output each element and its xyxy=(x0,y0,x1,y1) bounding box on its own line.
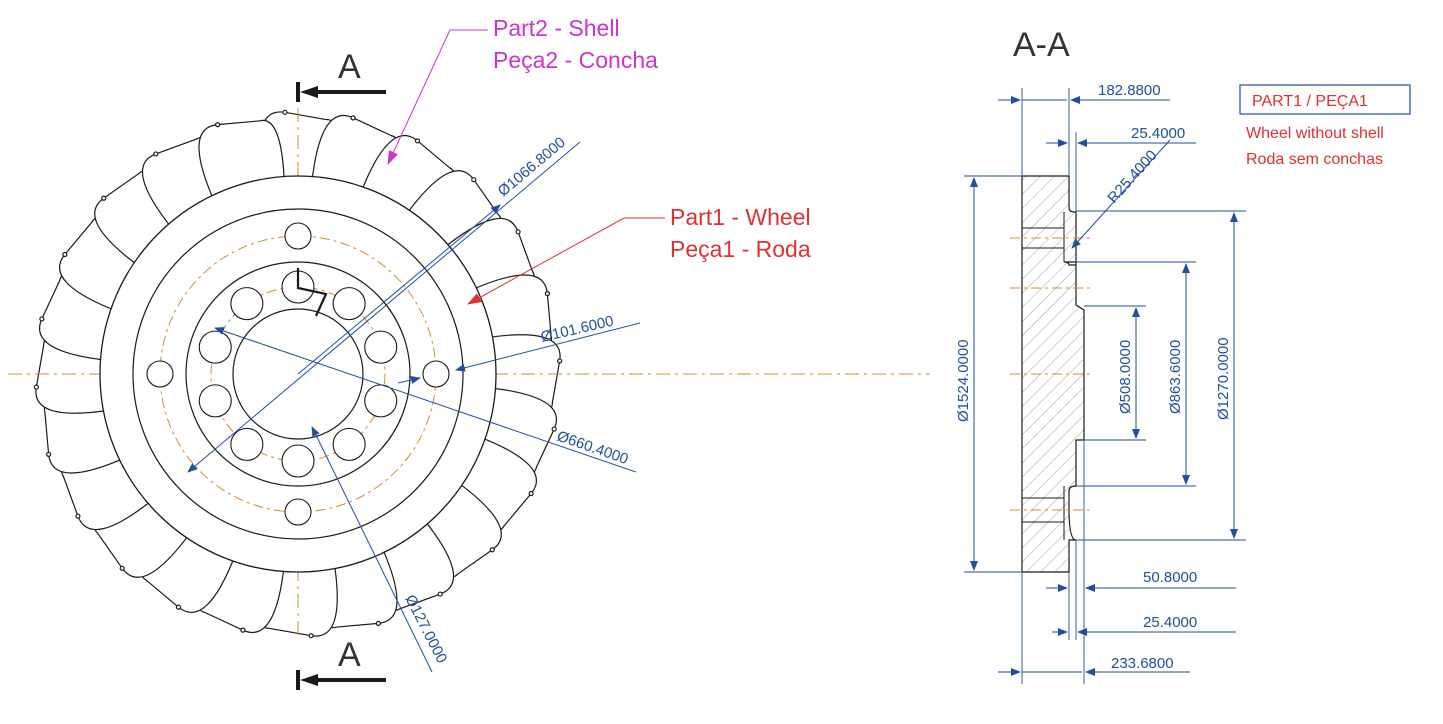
info-box-line2: Roda sem conchas xyxy=(1246,151,1383,168)
bucket-tip xyxy=(557,358,563,364)
bucket-tip xyxy=(240,627,246,633)
bolt-hole xyxy=(332,287,366,321)
bucket-tip xyxy=(471,177,477,183)
info-box-title: PART1 / PEÇA1 xyxy=(1252,93,1368,110)
bucket-tip xyxy=(375,620,381,626)
bolt-hole xyxy=(198,330,232,364)
callout-part1-line2: Peça1 - Roda xyxy=(670,236,811,262)
bolt-hole xyxy=(364,384,398,418)
dim-1524: Ø1524.0000 xyxy=(955,177,978,571)
bolt-hole xyxy=(230,427,264,461)
dim-d1066-label: Ø1066.8000 xyxy=(495,134,569,200)
dim-508-label: Ø508.0000 xyxy=(1117,340,1134,414)
callout-part1-line1: Part1 - Wheel xyxy=(670,204,811,230)
dim-182: 182.8800 xyxy=(998,82,1170,104)
dim-25a: 25.4000 xyxy=(1046,125,1196,147)
callout-part1: Part1 - Wheel Peça1 - Roda xyxy=(467,204,811,305)
bucket-tip xyxy=(515,229,521,235)
dim-1270-label: Ø1270.0000 xyxy=(1215,337,1232,420)
bolt-hole xyxy=(364,330,398,364)
dim-r25: R25.4000 xyxy=(1071,139,1171,249)
dim-1270: Ø1270.0000 xyxy=(1215,212,1238,539)
bucket-tip xyxy=(39,316,45,322)
bucket-tip xyxy=(215,122,221,128)
bolt-hole xyxy=(332,427,366,461)
keyway-symbol xyxy=(296,268,328,317)
dim-d127-label: Ø127.0000 xyxy=(401,592,450,666)
bucket-tip xyxy=(350,115,356,121)
bucket-tip xyxy=(544,291,550,297)
dim-508: Ø508.0000 xyxy=(1117,307,1140,439)
bolt-holes xyxy=(146,222,450,526)
bucket-tip xyxy=(119,565,125,571)
dim-25a-label: 25.4000 xyxy=(1131,125,1185,142)
bolt-circle-inner xyxy=(210,286,386,462)
bolt-hole xyxy=(284,222,312,250)
dim-1524-label: Ø1524.0000 xyxy=(955,339,972,422)
bucket-tip xyxy=(33,384,39,390)
part-info-box: PART1 / PEÇA1 Wheel without shell Roda s… xyxy=(1239,84,1411,168)
dim-863: Ø863.6000 xyxy=(1167,263,1190,485)
bolt-hole xyxy=(422,360,450,388)
info-box-line1: Wheel without shell xyxy=(1246,125,1384,142)
dim-50-label: 50.8000 xyxy=(1143,569,1197,586)
section-marker-bottom: A xyxy=(296,636,386,690)
bolt-hole xyxy=(281,444,315,478)
bucket-tip xyxy=(414,138,421,144)
bolt-hole xyxy=(146,360,174,388)
bucket-tip xyxy=(437,591,443,597)
section-letter-bottom: A xyxy=(338,636,361,674)
dim-233-label: 233.6800 xyxy=(1111,655,1174,672)
bucket-tip xyxy=(62,251,68,258)
dim-50: 50.8000 xyxy=(1046,569,1236,592)
bolt-hole xyxy=(230,287,264,321)
section-extension-lines xyxy=(964,88,1246,684)
callout-part2-line1: Part2 - Shell xyxy=(493,15,620,41)
dim-r25-label: R25.4000 xyxy=(1104,147,1160,207)
section-letter-top: A xyxy=(338,48,361,86)
bucket-tip xyxy=(282,109,288,115)
dim-25b: 25.4000 xyxy=(1052,614,1236,636)
section-view-title: A-A xyxy=(1013,26,1070,64)
bucket-tip xyxy=(175,604,182,610)
callout-part2-line2: Peça2 - Concha xyxy=(493,47,658,73)
bucket-tip xyxy=(75,513,81,519)
bucket-tip xyxy=(489,547,495,553)
dim-863-label: Ø863.6000 xyxy=(1167,340,1184,414)
dim-25b-label: 25.4000 xyxy=(1143,614,1197,631)
dim-233: 233.6800 xyxy=(998,655,1190,676)
wheel-rim-inner xyxy=(132,208,464,540)
bucket-tip xyxy=(46,451,52,457)
hub-outer xyxy=(185,261,411,487)
bucket-tip xyxy=(101,195,107,201)
front-view: A A Ø1066.8000 Ø101.6000 Ø660.4000 Ø127.… xyxy=(8,15,930,690)
hub-bore xyxy=(232,308,364,440)
callout-part2: Part2 - Shell Peça2 - Concha xyxy=(387,15,658,165)
section-marker-top: A xyxy=(296,48,386,102)
bucket-tip xyxy=(528,490,534,497)
bucket-tip xyxy=(153,151,159,157)
dim-182-label: 182.8800 xyxy=(1098,82,1161,99)
bolt-hole xyxy=(284,498,312,526)
bolt-hole xyxy=(198,384,232,418)
section-view: A-A xyxy=(955,26,1411,684)
dim-d101-label: Ø101.6000 xyxy=(539,313,615,346)
bucket-tip xyxy=(308,633,314,639)
bucket-tip xyxy=(551,426,557,432)
